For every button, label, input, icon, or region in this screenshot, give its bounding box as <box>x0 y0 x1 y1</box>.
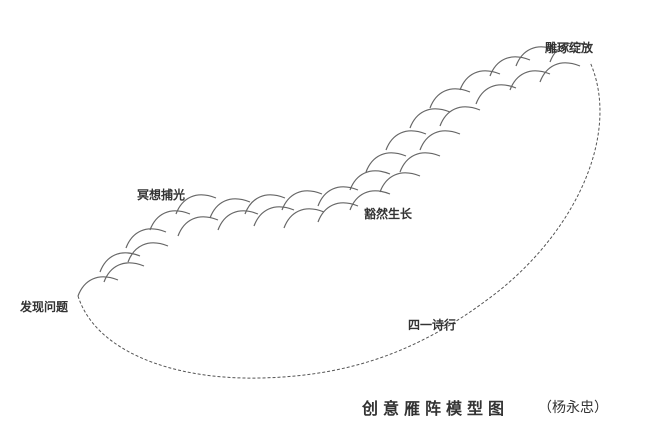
goose-wing <box>515 46 557 67</box>
goose-wing <box>149 210 191 231</box>
goose-wing <box>539 62 581 83</box>
goose-wing <box>127 242 169 263</box>
goose-wing <box>429 88 471 109</box>
goose-wing <box>459 70 501 91</box>
goose-wing <box>175 194 217 215</box>
label-sudden-growth: 豁然生长 <box>364 207 413 221</box>
label-discover-problem: 发现问题 <box>20 300 69 314</box>
goose-wing <box>439 106 481 127</box>
goose-wing <box>349 170 391 191</box>
goose-wing <box>489 56 531 77</box>
goose-wing <box>103 262 145 283</box>
goose-wing <box>253 206 295 227</box>
goose-wing <box>379 172 421 193</box>
goose-wing <box>209 198 251 219</box>
goose-wing <box>244 194 286 215</box>
goose-wing <box>217 210 259 231</box>
goose-wing <box>349 190 391 211</box>
label-carve-bloom: 雕琢绽放 <box>545 41 594 55</box>
geese-formation <box>77 42 591 297</box>
diagram-author: （杨永忠） <box>538 400 608 416</box>
goose-wing <box>177 216 219 237</box>
goose-wing <box>317 186 359 207</box>
goose-wing <box>385 130 427 151</box>
goose-wing <box>281 190 323 211</box>
goose-wing <box>283 208 325 229</box>
goose-wing <box>365 152 407 173</box>
goose-wing <box>409 108 451 129</box>
goose-wing <box>549 42 591 63</box>
goose-wing <box>77 276 119 297</box>
goose-wing <box>125 228 167 249</box>
goose-wing <box>419 130 461 151</box>
return-dashed-path <box>77 61 601 379</box>
label-meditate-capture-light: 冥想捕光 <box>137 188 186 202</box>
label-four-one-poem: 四一诗行 <box>408 318 457 332</box>
goose-wing <box>475 84 517 105</box>
diagram-title: 创意雁阵模型图 <box>362 399 510 418</box>
goose-wing <box>99 252 141 273</box>
goose-wing <box>399 152 441 173</box>
